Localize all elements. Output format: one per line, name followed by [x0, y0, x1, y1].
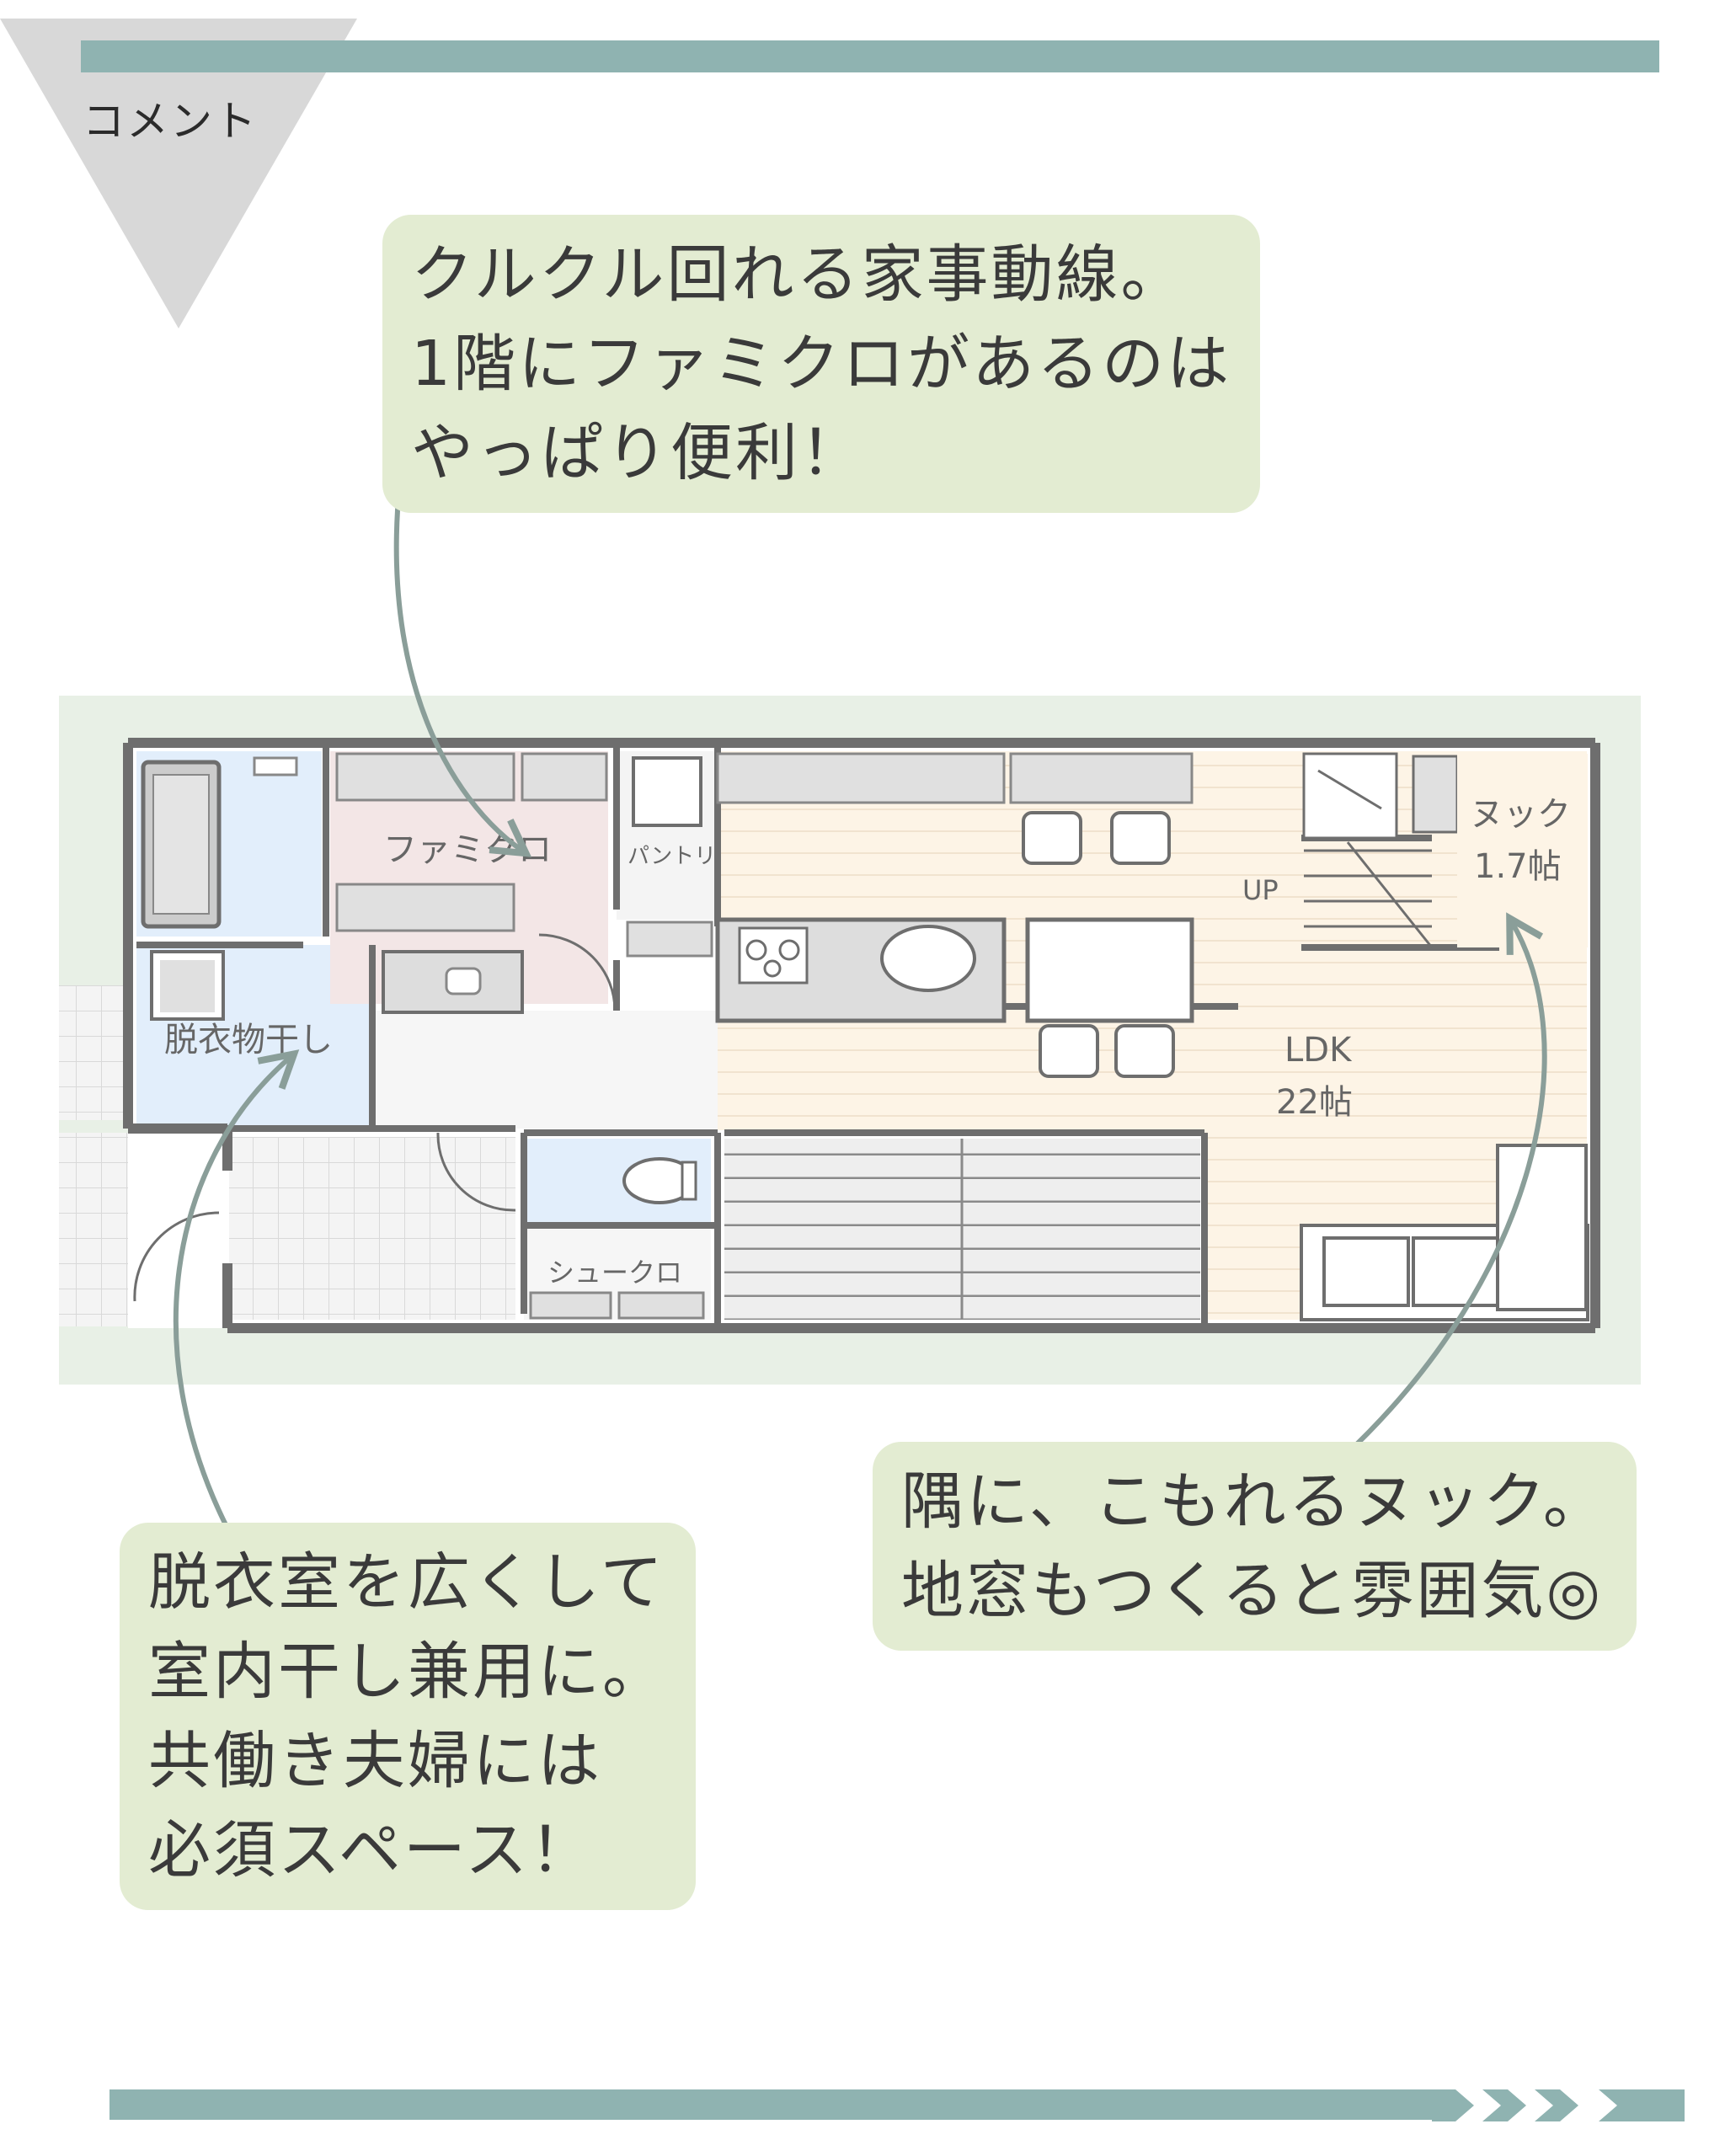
chevron-right-icon — [1432, 2089, 1474, 2121]
callout-nook-line-1: 隅に、こもれるヌック。 — [901, 1465, 1608, 1538]
corner-triangle-shape — [0, 19, 357, 328]
label-stairs-up: UP — [1242, 874, 1279, 906]
label-nook-size: 1.7帖 — [1474, 847, 1562, 886]
dining-table — [1025, 917, 1194, 1023]
callout-nook: 隅に、こもれるヌック。 地窓もつくると雰囲気◎ — [873, 1442, 1637, 1651]
sofa — [1300, 1144, 1589, 1321]
label-nook: ヌック — [1470, 795, 1571, 834]
callout-nook-line-2: 地窓もつくると雰囲気◎ — [901, 1555, 1604, 1627]
label-dressing: 脱衣物干し — [164, 1021, 333, 1059]
label-ldk: LDK — [1284, 1031, 1353, 1070]
porch-steps — [59, 985, 135, 1120]
label-ldk-size: 22帖 — [1276, 1083, 1353, 1122]
arrow-nook — [1341, 912, 1547, 1460]
callout-chores-line-1: クルクル回れる家事動線。 — [411, 238, 1186, 311]
footer-chevrons — [1432, 2089, 1685, 2121]
header-accent-bar — [81, 40, 1659, 72]
corner-triangle — [0, 19, 357, 328]
callout-chores-line-2: 1階にファミクロがあるのは — [411, 328, 1232, 400]
callout-dressing-line-1: 脱衣室を広くして — [148, 1546, 665, 1619]
label-pantry: パントリ — [628, 844, 716, 869]
entrance-floor — [229, 1137, 515, 1320]
arrow-dressing — [173, 1049, 300, 1543]
hall-floor — [372, 1011, 718, 1129]
callout-chores: クルクル回れる家事動線。 1階にファミクロがあるのは やっぱり便利！ — [382, 215, 1261, 513]
callout-dressing: 脱衣室を広くして 室内干し兼用に。 共働き夫婦には 必須スペース！ — [120, 1523, 696, 1910]
callout-chores-line-3: やっぱり便利！ — [411, 417, 865, 489]
chevron-right-icon — [1482, 2089, 1526, 2121]
chevron-right-icon — [1599, 2089, 1685, 2121]
callout-dressing-line-4: 必須スペース！ — [148, 1814, 595, 1886]
footer-accent-bar — [109, 2089, 1439, 2120]
corner-label: コメント — [83, 97, 258, 146]
label-shoe-closet: シュークロ — [547, 1257, 682, 1289]
callout-dressing-line-3: 共働き夫婦には — [148, 1725, 602, 1797]
chevron-right-icon — [1535, 2089, 1578, 2121]
callout-dressing-line-2: 室内干し兼用に。 — [148, 1636, 667, 1708]
label-famikuro: ファミクロ — [383, 830, 552, 869]
stairs — [1302, 752, 1434, 948]
outer-walls — [123, 738, 1600, 1333]
